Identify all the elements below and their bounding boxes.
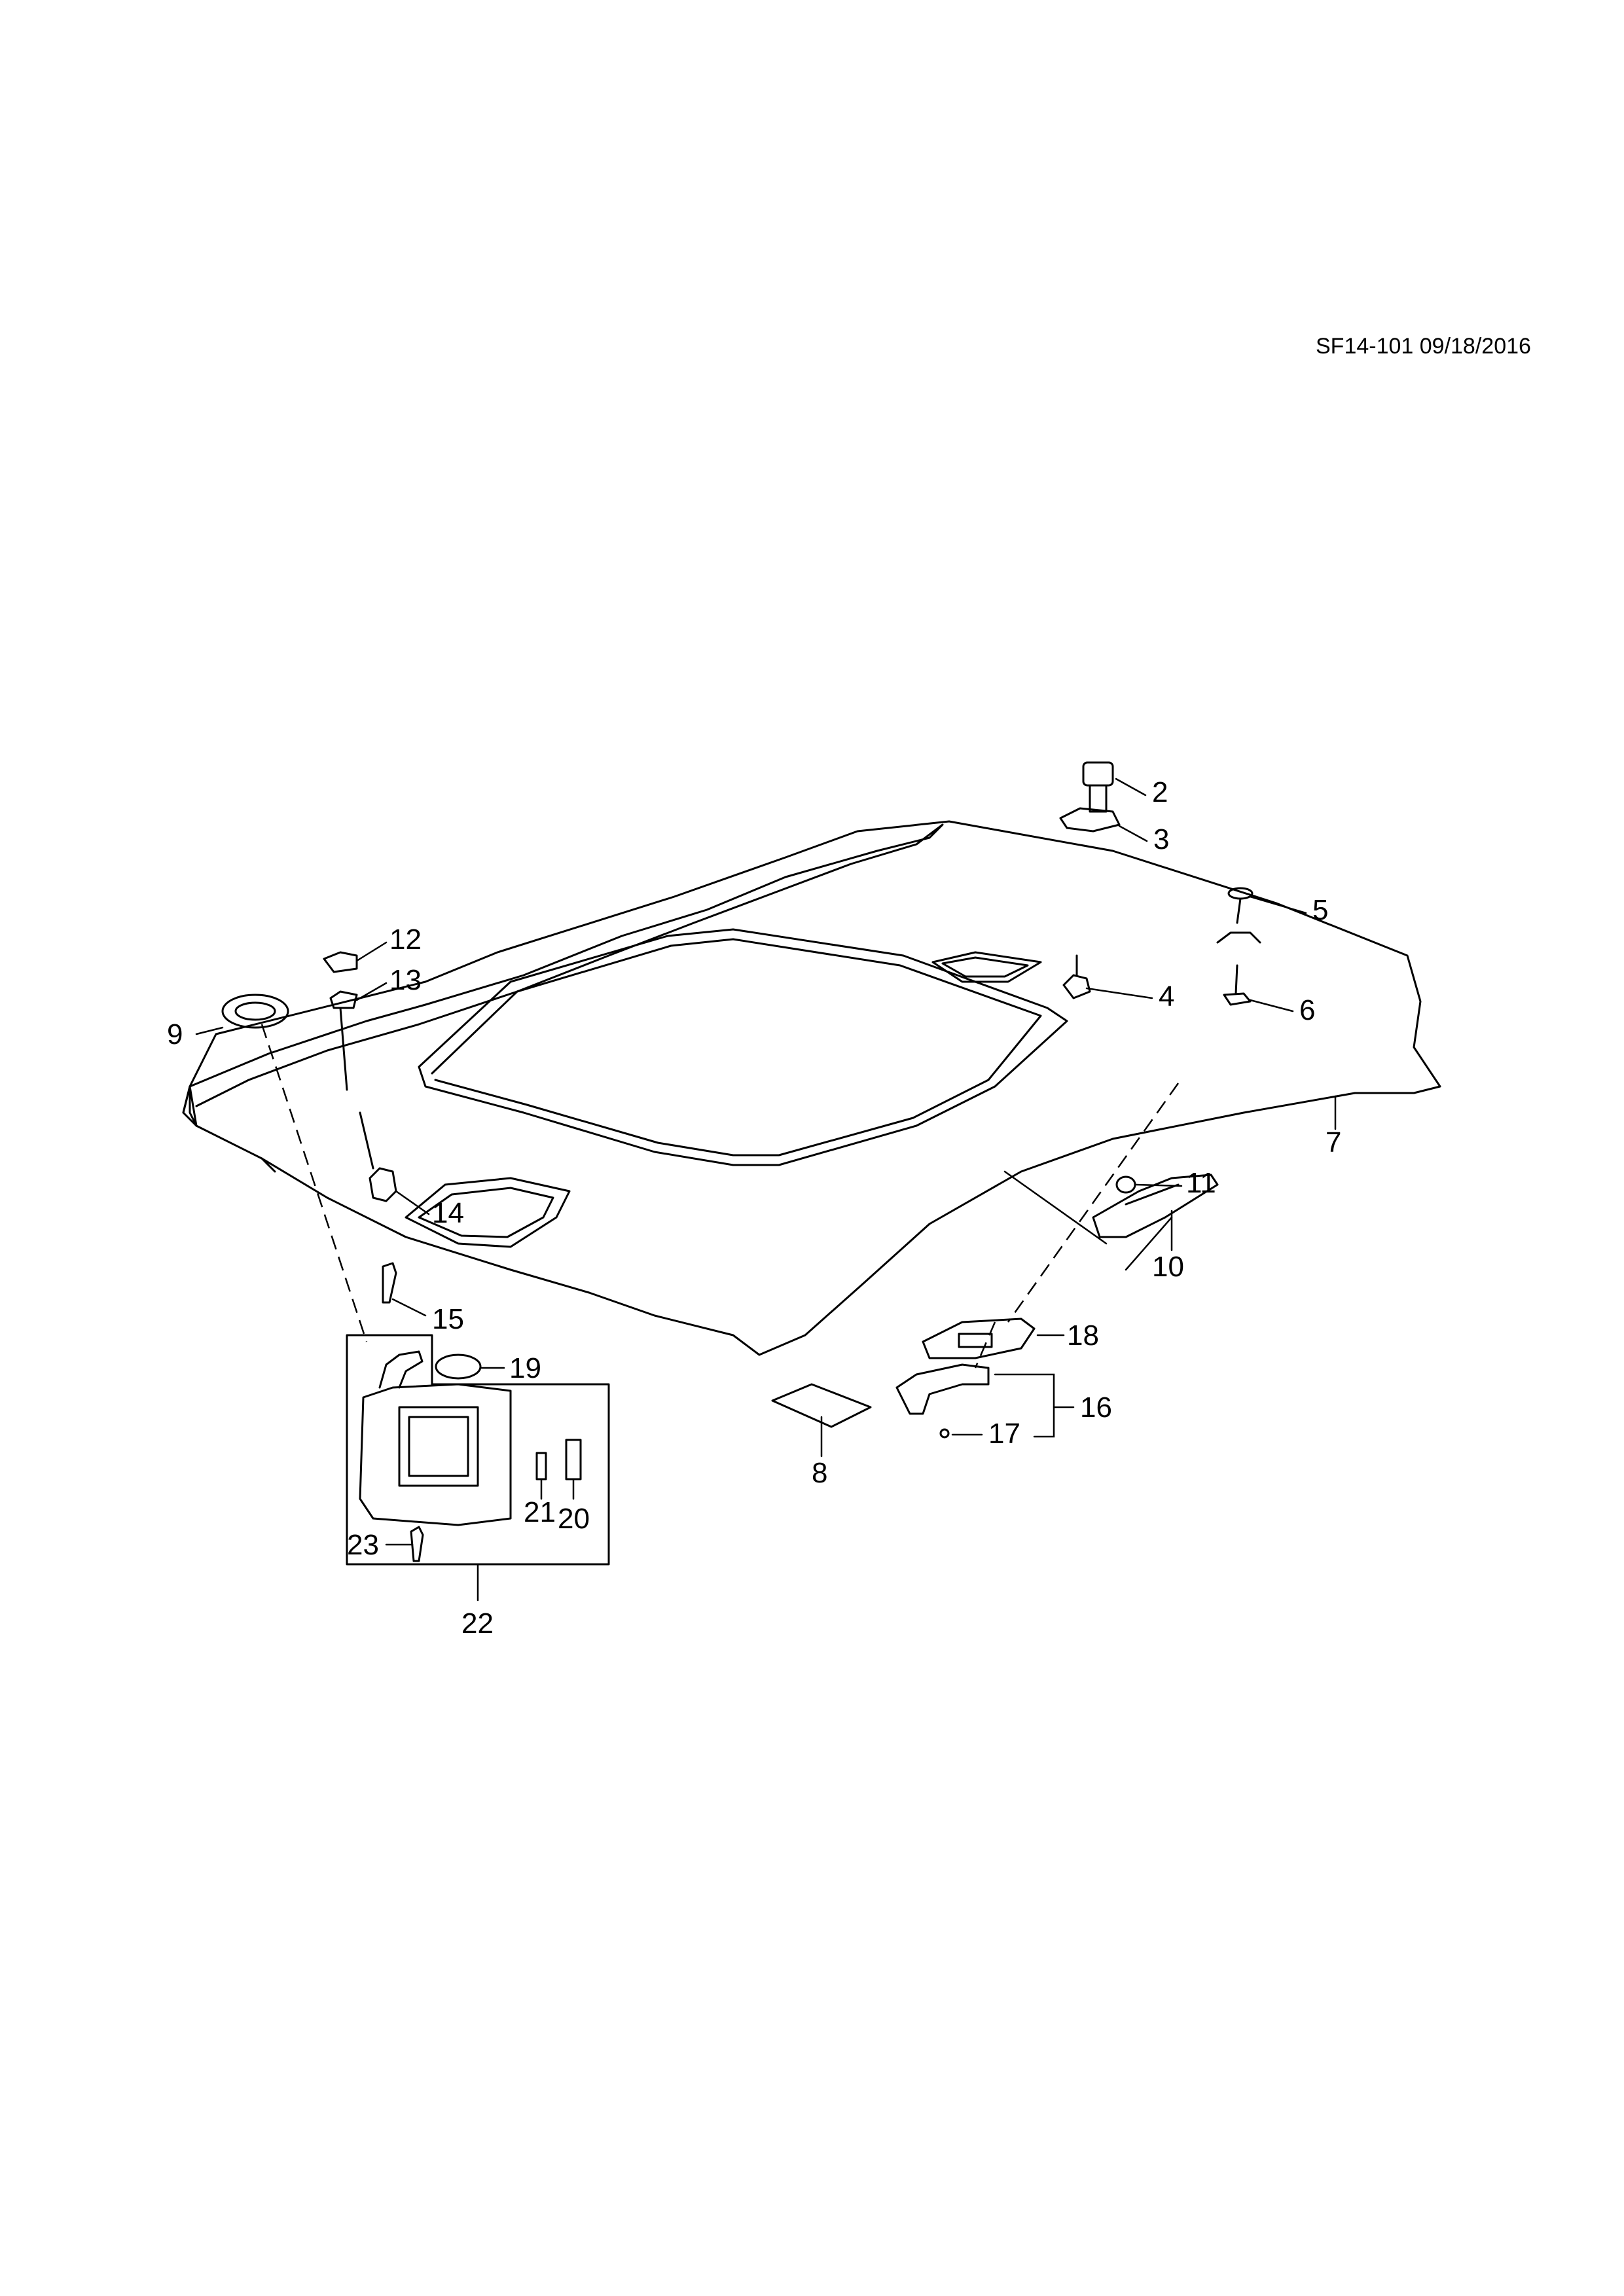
leader-bracket-2 [1126, 1217, 1172, 1270]
leader-15 [393, 1299, 425, 1316]
dome-light-opening [933, 952, 1041, 982]
screw-23 [411, 1527, 423, 1561]
visor-hinge [380, 1352, 422, 1388]
assembly-line-9 [262, 1024, 367, 1342]
leader-13 [357, 983, 386, 1000]
pillar-trim [183, 825, 943, 1113]
callout-10: 10 [1152, 1251, 1184, 1283]
headliner-panel [190, 821, 1440, 1355]
callout-15: 15 [432, 1303, 464, 1335]
callout-23: 23 [347, 1529, 379, 1561]
leader-bracket-1 [1005, 1172, 1106, 1244]
fastener-6 [1224, 994, 1250, 1005]
leader-16 [995, 1374, 1074, 1437]
leader-14 [396, 1191, 429, 1214]
visor-cover-19 [436, 1355, 480, 1378]
leader-6 [1250, 1000, 1293, 1011]
callout-20: 20 [558, 1503, 590, 1535]
leader-12 [357, 942, 386, 961]
callout-22: 22 [461, 1607, 494, 1640]
screw-17 [939, 1428, 950, 1439]
callout-5: 5 [1312, 894, 1328, 926]
sunvisor-body [360, 1384, 511, 1525]
console-opening [406, 1178, 569, 1247]
coat-hook-14 [370, 1168, 396, 1201]
sunvisor-kit-box [347, 1335, 609, 1564]
nut-11 [1117, 1177, 1135, 1193]
callout-17: 17 [988, 1418, 1020, 1450]
callout-11: 11 [1186, 1167, 1216, 1199]
callout-labels: 2 3 4 5 6 7 8 9 10 11 12 13 14 15 16 17 … [167, 776, 1341, 1640]
leader-3 [1119, 826, 1147, 841]
leader-4 [1087, 988, 1152, 998]
clip-12 [324, 952, 357, 972]
leader-11 [1136, 1185, 1182, 1186]
lens-20 [566, 1440, 581, 1479]
callout-13: 13 [389, 964, 422, 996]
cap-9 [223, 995, 288, 1028]
callout-4: 4 [1159, 980, 1174, 1013]
grab-handle-16 [897, 1365, 988, 1414]
callout-12: 12 [389, 924, 422, 956]
vanity-mirror [399, 1407, 478, 1486]
callout-3: 3 [1153, 823, 1169, 855]
callout-18: 18 [1067, 1319, 1099, 1352]
callout-8: 8 [812, 1457, 827, 1489]
callout-16: 16 [1080, 1391, 1112, 1424]
callout-7: 7 [1326, 1126, 1341, 1158]
clip-13 [331, 992, 357, 1008]
screw-15 [383, 1263, 396, 1302]
callout-6: 6 [1299, 994, 1315, 1026]
retainer-4 [1064, 975, 1090, 998]
callout-19: 19 [509, 1352, 541, 1384]
lamp-21 [537, 1453, 546, 1479]
assembly-line-16 [975, 1322, 995, 1368]
callout-14: 14 [432, 1197, 464, 1229]
drawing-reference: SF14-101 09/18/2016 [1316, 334, 1531, 359]
clip-2 [1083, 762, 1113, 785]
label-8 [772, 1384, 871, 1427]
callout-9: 9 [167, 1018, 183, 1050]
leader-2 [1116, 779, 1146, 795]
clip-3 [1060, 808, 1119, 831]
leader-9 [196, 1028, 223, 1034]
sunroof-opening [419, 929, 1067, 1165]
assembly-line-18 [1008, 1083, 1178, 1322]
handle-bezel-18 [923, 1319, 1034, 1358]
callout-2: 2 [1152, 776, 1168, 808]
callout-21: 21 [524, 1496, 556, 1528]
leader-5 [1250, 897, 1306, 913]
bracket-10 [1093, 1175, 1218, 1237]
